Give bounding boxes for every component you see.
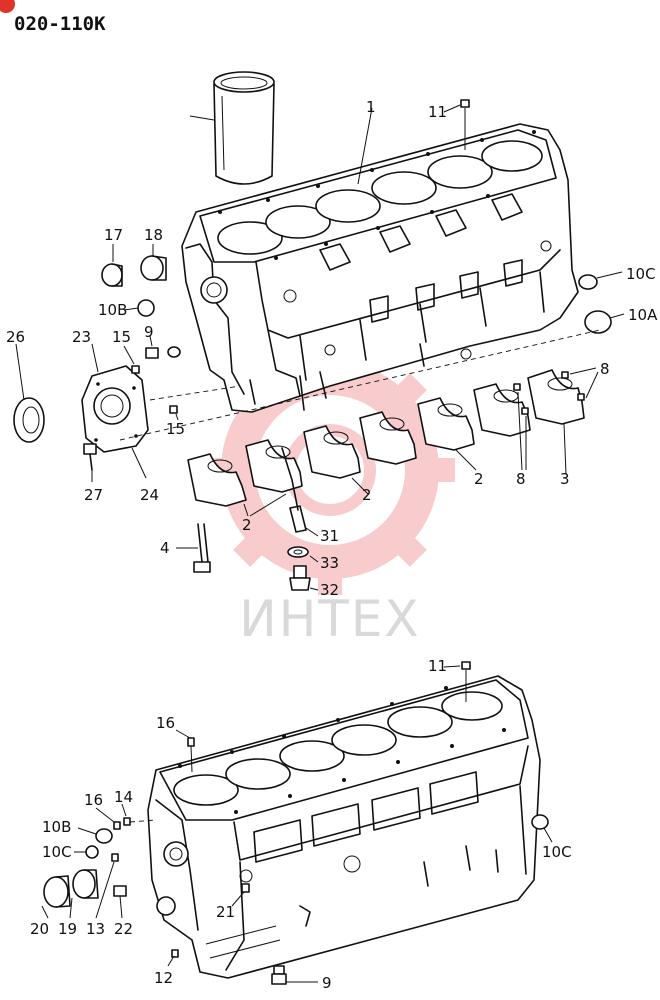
cylinder-block-top: [181, 123, 579, 413]
label-10b-bottom: 10B: [42, 818, 71, 836]
label-18: 18: [144, 226, 163, 244]
plug-9-bottom: [271, 965, 318, 985]
label-19: 19: [58, 920, 77, 938]
label-8b: 8: [600, 360, 610, 378]
label-1: 1: [366, 98, 376, 116]
bolt-22: [113, 885, 127, 919]
leader-2c: [351, 477, 369, 495]
leader-5: [189, 115, 215, 121]
leader-2b: [249, 493, 287, 517]
label-17: 17: [104, 226, 123, 244]
plug-10b-bottom: [77, 827, 113, 844]
plug-10a-right: [584, 310, 625, 334]
label-10a: 10A: [628, 306, 658, 324]
label-32: 32: [320, 581, 339, 599]
pin-15-lower: [169, 405, 179, 421]
label-14: 14: [114, 788, 133, 806]
label-4: 4: [160, 539, 170, 557]
label-10b: 10B: [98, 301, 127, 319]
bushing-18: [140, 244, 167, 281]
oil-seal-26: [13, 343, 45, 443]
centerline-crank: [119, 329, 601, 441]
label-21: 21: [216, 903, 235, 921]
watermark-text: ИНТЕХ: [239, 590, 420, 648]
label-22: 22: [114, 920, 133, 938]
label-26: 26: [6, 328, 25, 346]
plug-11-bottom: [443, 661, 471, 702]
label-15b: 15: [166, 420, 185, 438]
label-10c-bottom-left: 10C: [42, 843, 72, 861]
label-31: 31: [320, 527, 339, 545]
leader-24: [131, 447, 147, 479]
label-20: 20: [30, 920, 49, 938]
bottom-labels: 11 16 16 14 10B 10C 10C 20 19 13 22 21 1…: [30, 657, 572, 992]
plug-32: [289, 565, 319, 591]
label-9-bottom: 9: [322, 974, 332, 992]
bearing-cap-thrust-3: [527, 369, 585, 425]
washer-33: [287, 546, 319, 563]
pin-16-side: [95, 807, 121, 830]
label-10c-bottom-right: 10C: [542, 843, 572, 861]
cylinder-liner: [213, 71, 275, 185]
label-16-side: 16: [84, 791, 103, 809]
pin-14: [121, 803, 157, 826]
pin-12: [167, 949, 179, 967]
label-2a: 2: [242, 516, 252, 534]
pin-15-upper: [123, 345, 140, 374]
label-27: 27: [84, 486, 103, 504]
bolt-27: [83, 443, 97, 482]
plug-10b-top: [123, 299, 155, 317]
bushing-20: [41, 875, 71, 919]
leader-2a: [243, 503, 249, 517]
corner-badge: [0, 0, 15, 13]
label-11: 11: [428, 103, 447, 121]
centerline-seal: [149, 385, 241, 401]
bearing-cap-5: [417, 397, 475, 451]
label-2b: 2: [362, 486, 372, 504]
label-3: 3: [560, 470, 570, 488]
label-15a: 15: [112, 328, 131, 346]
label-23: 23: [72, 328, 91, 346]
label-8a: 8: [516, 470, 526, 488]
bushing-19: [69, 869, 99, 919]
pin-16-top: [175, 729, 195, 773]
label-33: 33: [320, 554, 339, 572]
plug-10c-right: [578, 271, 623, 290]
bearing-cap-4: [359, 411, 417, 465]
bearing-cap-2: [245, 439, 303, 493]
label-13: 13: [86, 920, 105, 938]
label-24: 24: [140, 486, 159, 504]
leader-3: [563, 423, 567, 475]
diagram-code: 020-110K: [14, 13, 106, 35]
label-12: 12: [154, 969, 173, 987]
oil-seal-retainer: [81, 365, 149, 453]
oil-jet-31: [281, 447, 319, 537]
label-11-bottom: 11: [428, 657, 447, 675]
label-10c: 10C: [626, 265, 656, 283]
bearing-cap-3: [303, 425, 361, 479]
main-bearing-bolt-4: [176, 523, 211, 573]
bearing-cap-1: [187, 453, 247, 507]
pin-13: [95, 853, 119, 919]
leader-1: [357, 107, 373, 185]
plug-9-top: [145, 335, 181, 359]
pin-21: [231, 883, 250, 907]
plug-10c-bottom-right: [531, 814, 553, 843]
label-9: 9: [144, 323, 154, 341]
top-labels: 1 11 10C 10A 17 18 10B 26 23 15 9 15 27 …: [6, 98, 658, 599]
pins-8: [513, 367, 599, 471]
plug-10c-bottom-left: [74, 845, 99, 859]
label-2c: 2: [474, 470, 484, 488]
cylinder-block-bottom: [147, 675, 541, 979]
label-16-top: 16: [156, 714, 175, 732]
bearing-cap-6: [473, 383, 531, 437]
bushing-17: [101, 244, 123, 287]
plug-11: [443, 99, 470, 150]
leader-2d: [455, 449, 477, 471]
leader-23: [91, 343, 99, 373]
